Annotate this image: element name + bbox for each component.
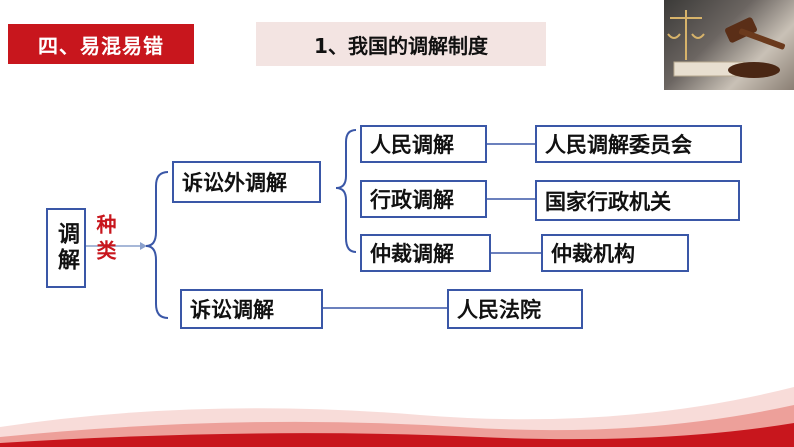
root-node: 调解 [46,208,86,288]
gavel-icon [667,10,786,78]
in-court-node: 诉讼调解 [180,289,323,329]
arrow-head [140,242,147,250]
brace-out-of-court [335,129,357,253]
brace-main [145,171,169,319]
organ-node-arbitration: 仲裁机构 [541,234,689,272]
court-organ-label: 人民法院 [457,298,541,322]
topic-title: 1、我国的调解制度 [256,22,546,66]
organ-node-people: 人民调解委员会 [535,125,742,163]
organ-label: 人民调解委员会 [545,133,692,157]
type-node-people: 人民调解 [360,125,487,163]
type-label: 人民调解 [370,133,454,157]
section-badge: 四、易混易错 [8,24,194,64]
gavel-photo [664,0,794,90]
root-label: 调解 [54,222,79,274]
in-court-label: 诉讼调解 [190,298,274,322]
section-label: 四、易混易错 [38,33,164,58]
type-label: 仲裁调解 [370,242,454,266]
kind-label: 种类 [93,214,117,266]
organ-label: 仲裁机构 [551,242,635,266]
out-of-court-node: 诉讼外调解 [172,161,321,203]
court-organ-node: 人民法院 [447,289,583,329]
decorative-wave [0,387,794,447]
topic-title-text: 1、我国的调解制度 [314,33,488,58]
organ-node-admin: 国家行政机关 [535,180,740,221]
type-label: 行政调解 [370,188,454,212]
type-node-admin: 行政调解 [360,180,487,218]
organ-label: 国家行政机关 [545,189,671,214]
out-of-court-label: 诉讼外调解 [182,171,287,195]
type-node-arbitration: 仲裁调解 [360,234,491,272]
